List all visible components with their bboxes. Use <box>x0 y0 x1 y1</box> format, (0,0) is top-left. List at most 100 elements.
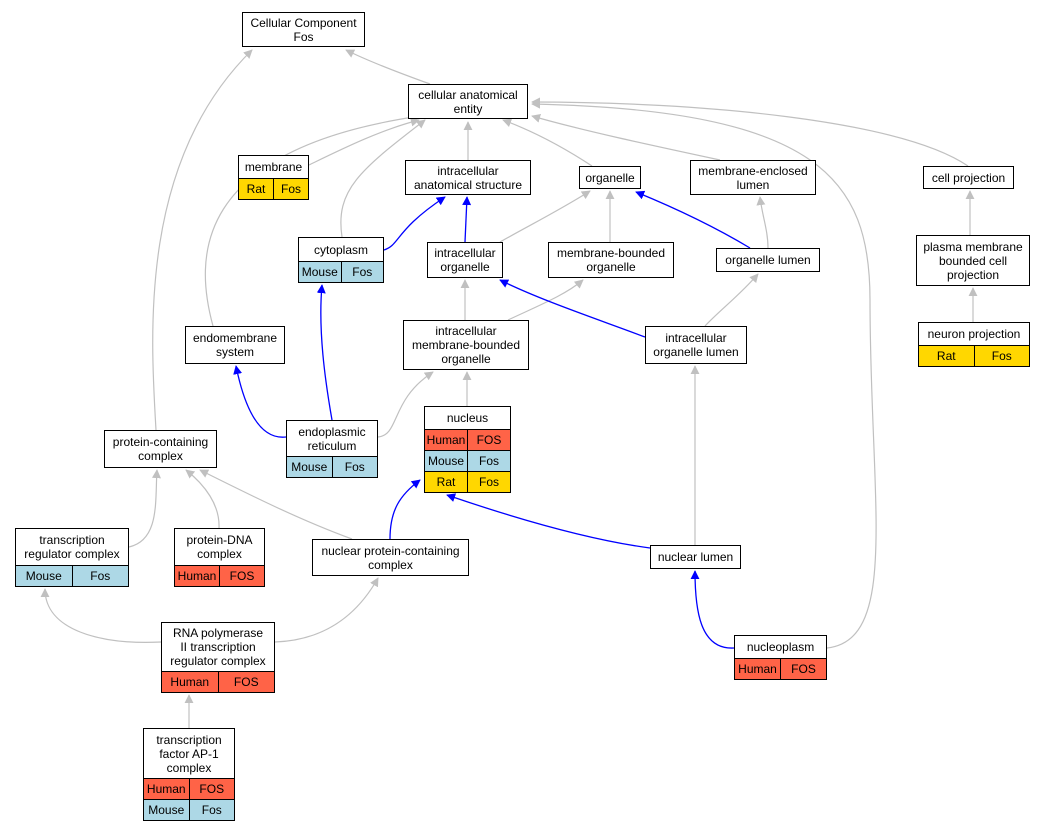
annotation-row-rat: Rat Fos <box>919 345 1029 366</box>
edge-is-a-cellular-anatomical-entity-to-cc-fos <box>345 49 431 85</box>
node-title-line: endomembrane <box>192 331 278 345</box>
annotation-species: Human <box>426 433 466 447</box>
edge-is-a-transcription-regulator-complex-to-protein-containing-complex <box>128 469 161 548</box>
node-title-line: organelle lumen <box>725 253 811 267</box>
annotation-species: Mouse <box>427 454 465 468</box>
node-title-line: RNA polymerase <box>172 626 264 640</box>
node-title-line: projection <box>946 267 1000 282</box>
node-title-line: system <box>215 345 254 359</box>
edge-is-a-intracellular-membrane-bounded-organelle-to-membrane-bounded-organelle <box>507 279 584 321</box>
annotation-species: Rat <box>246 182 266 196</box>
node-title-line: lumen <box>736 177 770 192</box>
node-title: nuclear lumen <box>651 546 740 568</box>
edge-is-a-cell-projection-to-cellular-anatomical-entity <box>531 97 969 167</box>
node-title-line: complex <box>138 449 183 463</box>
node-title-line: intracellular <box>435 324 497 338</box>
node-title-line: reticulum <box>307 438 357 453</box>
node-title-line: neuron projection <box>927 327 1021 341</box>
annotation-gene: Fos <box>973 346 1030 366</box>
node-title-line: regulator complex <box>24 547 120 561</box>
node-title-line: anatomical structure <box>413 177 523 192</box>
node-title: nucleoplasm <box>735 636 826 658</box>
node-organelle[interactable]: organelle <box>579 166 641 189</box>
edge-is-a-protein-dna-complex-to-protein-containing-complex <box>185 469 220 529</box>
annotation-species: Human <box>738 662 777 676</box>
edge-part-of-nuclear-lumen-to-nucleus <box>446 493 651 549</box>
edge-is-a-rna-polymerase-ii-transcription-regulator-complex-to-transcription-regulator-complex <box>40 588 162 643</box>
annotation-gene: FOS <box>188 779 235 799</box>
node-title-line: organelle <box>585 170 635 185</box>
edge-part-of-endoplasmic-reticulum-to-cytoplasm <box>316 284 333 421</box>
node-title-line: Fos <box>293 29 314 44</box>
annotation-gene: FOS <box>467 430 510 450</box>
node-nuclear-lumen[interactable]: nuclear lumen <box>650 545 741 569</box>
edge-is-a-endomembrane-system-to-cellular-anatomical-entity <box>204 112 421 327</box>
node-title-line: nucleus <box>446 411 489 425</box>
annotation-gene: Fos <box>331 457 378 477</box>
node-title: cytoplasm <box>299 238 383 261</box>
node-cell-projection[interactable]: cell projection <box>923 166 1014 189</box>
edge-is-a-nuclear-protein-containing-complex-to-protein-containing-complex <box>199 469 353 540</box>
node-title-line: transcription <box>39 533 105 547</box>
edge-is-a-organelle-to-cellular-anatomical-entity <box>502 118 593 167</box>
node-title-line: transcription <box>156 732 222 747</box>
edge-part-of-nucleoplasm-to-nuclear-lumen <box>690 570 735 649</box>
edge-part-of-intracellular-organelle-to-intracellular-anatomical-structure <box>462 196 472 243</box>
annotation-gene: Fos <box>467 451 510 471</box>
node-title-line: Cellular Component <box>250 15 357 30</box>
annotation-species: Mouse <box>301 265 338 279</box>
annotation-gene: Fos <box>188 800 235 820</box>
node-title-line: protein-DNA <box>186 533 253 547</box>
annotation-species: Mouse <box>291 460 328 474</box>
edge-is-a-cytoplasm-to-cellular-anatomical-entity <box>340 119 426 238</box>
annotation-species: Mouse <box>25 569 62 583</box>
annotation-species: Rat <box>936 349 956 363</box>
node-title-line: complex <box>197 547 242 561</box>
node-title-line: complex <box>166 760 212 775</box>
annotation-species: Human <box>177 569 217 583</box>
node-title: organelle <box>580 167 640 188</box>
node-organelle-lumen[interactable]: organelle lumen <box>716 248 820 272</box>
node-title-line: intracellular <box>665 331 727 345</box>
